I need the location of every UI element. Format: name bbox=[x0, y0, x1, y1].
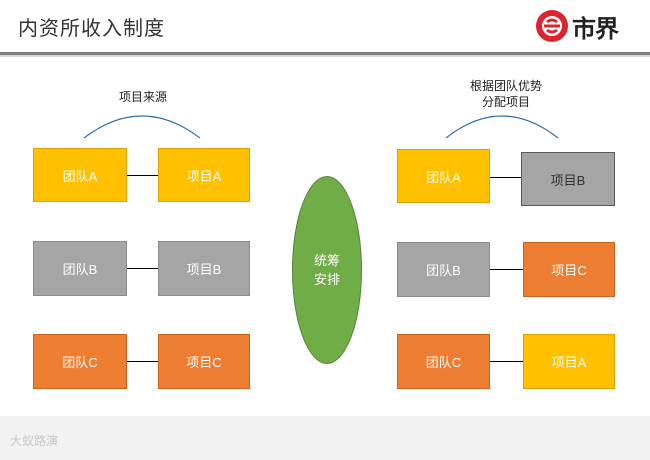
coordination-label: 统筹 安排 bbox=[312, 251, 342, 289]
logo-text: 市界 bbox=[572, 16, 619, 43]
right-team-c-box: 团队C bbox=[397, 334, 490, 389]
logo-icon bbox=[536, 10, 568, 42]
left-heading: 项目来源 bbox=[118, 90, 167, 104]
left-connector-a bbox=[127, 175, 158, 176]
header-divider bbox=[0, 52, 650, 55]
footer-band bbox=[0, 416, 650, 460]
right-team-a-box: 团队A bbox=[397, 149, 490, 203]
right-project-c-box: 项目C bbox=[523, 242, 615, 297]
right-heading-line1: 根据团队优势 bbox=[469, 79, 542, 93]
left-team-a-box: 团队A bbox=[33, 148, 127, 202]
page-title: 内资所收入制度 bbox=[18, 18, 165, 40]
left-connector-c bbox=[127, 361, 158, 362]
right-heading: 根据团队优势 分配项目 bbox=[446, 78, 566, 110]
right-connector-c bbox=[490, 361, 523, 362]
header-divider-light bbox=[0, 55, 650, 57]
right-connector-a bbox=[490, 177, 521, 178]
left-team-b-box: 团队B bbox=[33, 241, 127, 296]
left-project-a-box: 项目A bbox=[158, 148, 250, 202]
right-project-a-box: 项目A bbox=[523, 334, 615, 389]
left-arc bbox=[83, 115, 201, 139]
right-project-b-box: 项目B bbox=[521, 152, 615, 206]
right-arc bbox=[445, 115, 559, 139]
header: 内资所收入制度 市界 bbox=[0, 0, 650, 52]
left-project-c-box: 项目C bbox=[158, 334, 250, 389]
right-heading-line2: 分配项目 bbox=[481, 95, 530, 109]
coordination-label-line1: 统筹 bbox=[313, 253, 340, 268]
left-team-c-box: 团队C bbox=[33, 334, 127, 389]
left-connector-b bbox=[127, 268, 158, 269]
coordination-ellipse: 统筹 安排 bbox=[292, 176, 362, 364]
coordination-label-line2: 安排 bbox=[313, 272, 340, 287]
watermark: 大蚁路演 bbox=[10, 434, 59, 448]
right-team-b-box: 团队B bbox=[397, 242, 490, 297]
right-connector-b bbox=[490, 269, 523, 270]
left-project-b-box: 项目B bbox=[158, 241, 250, 296]
